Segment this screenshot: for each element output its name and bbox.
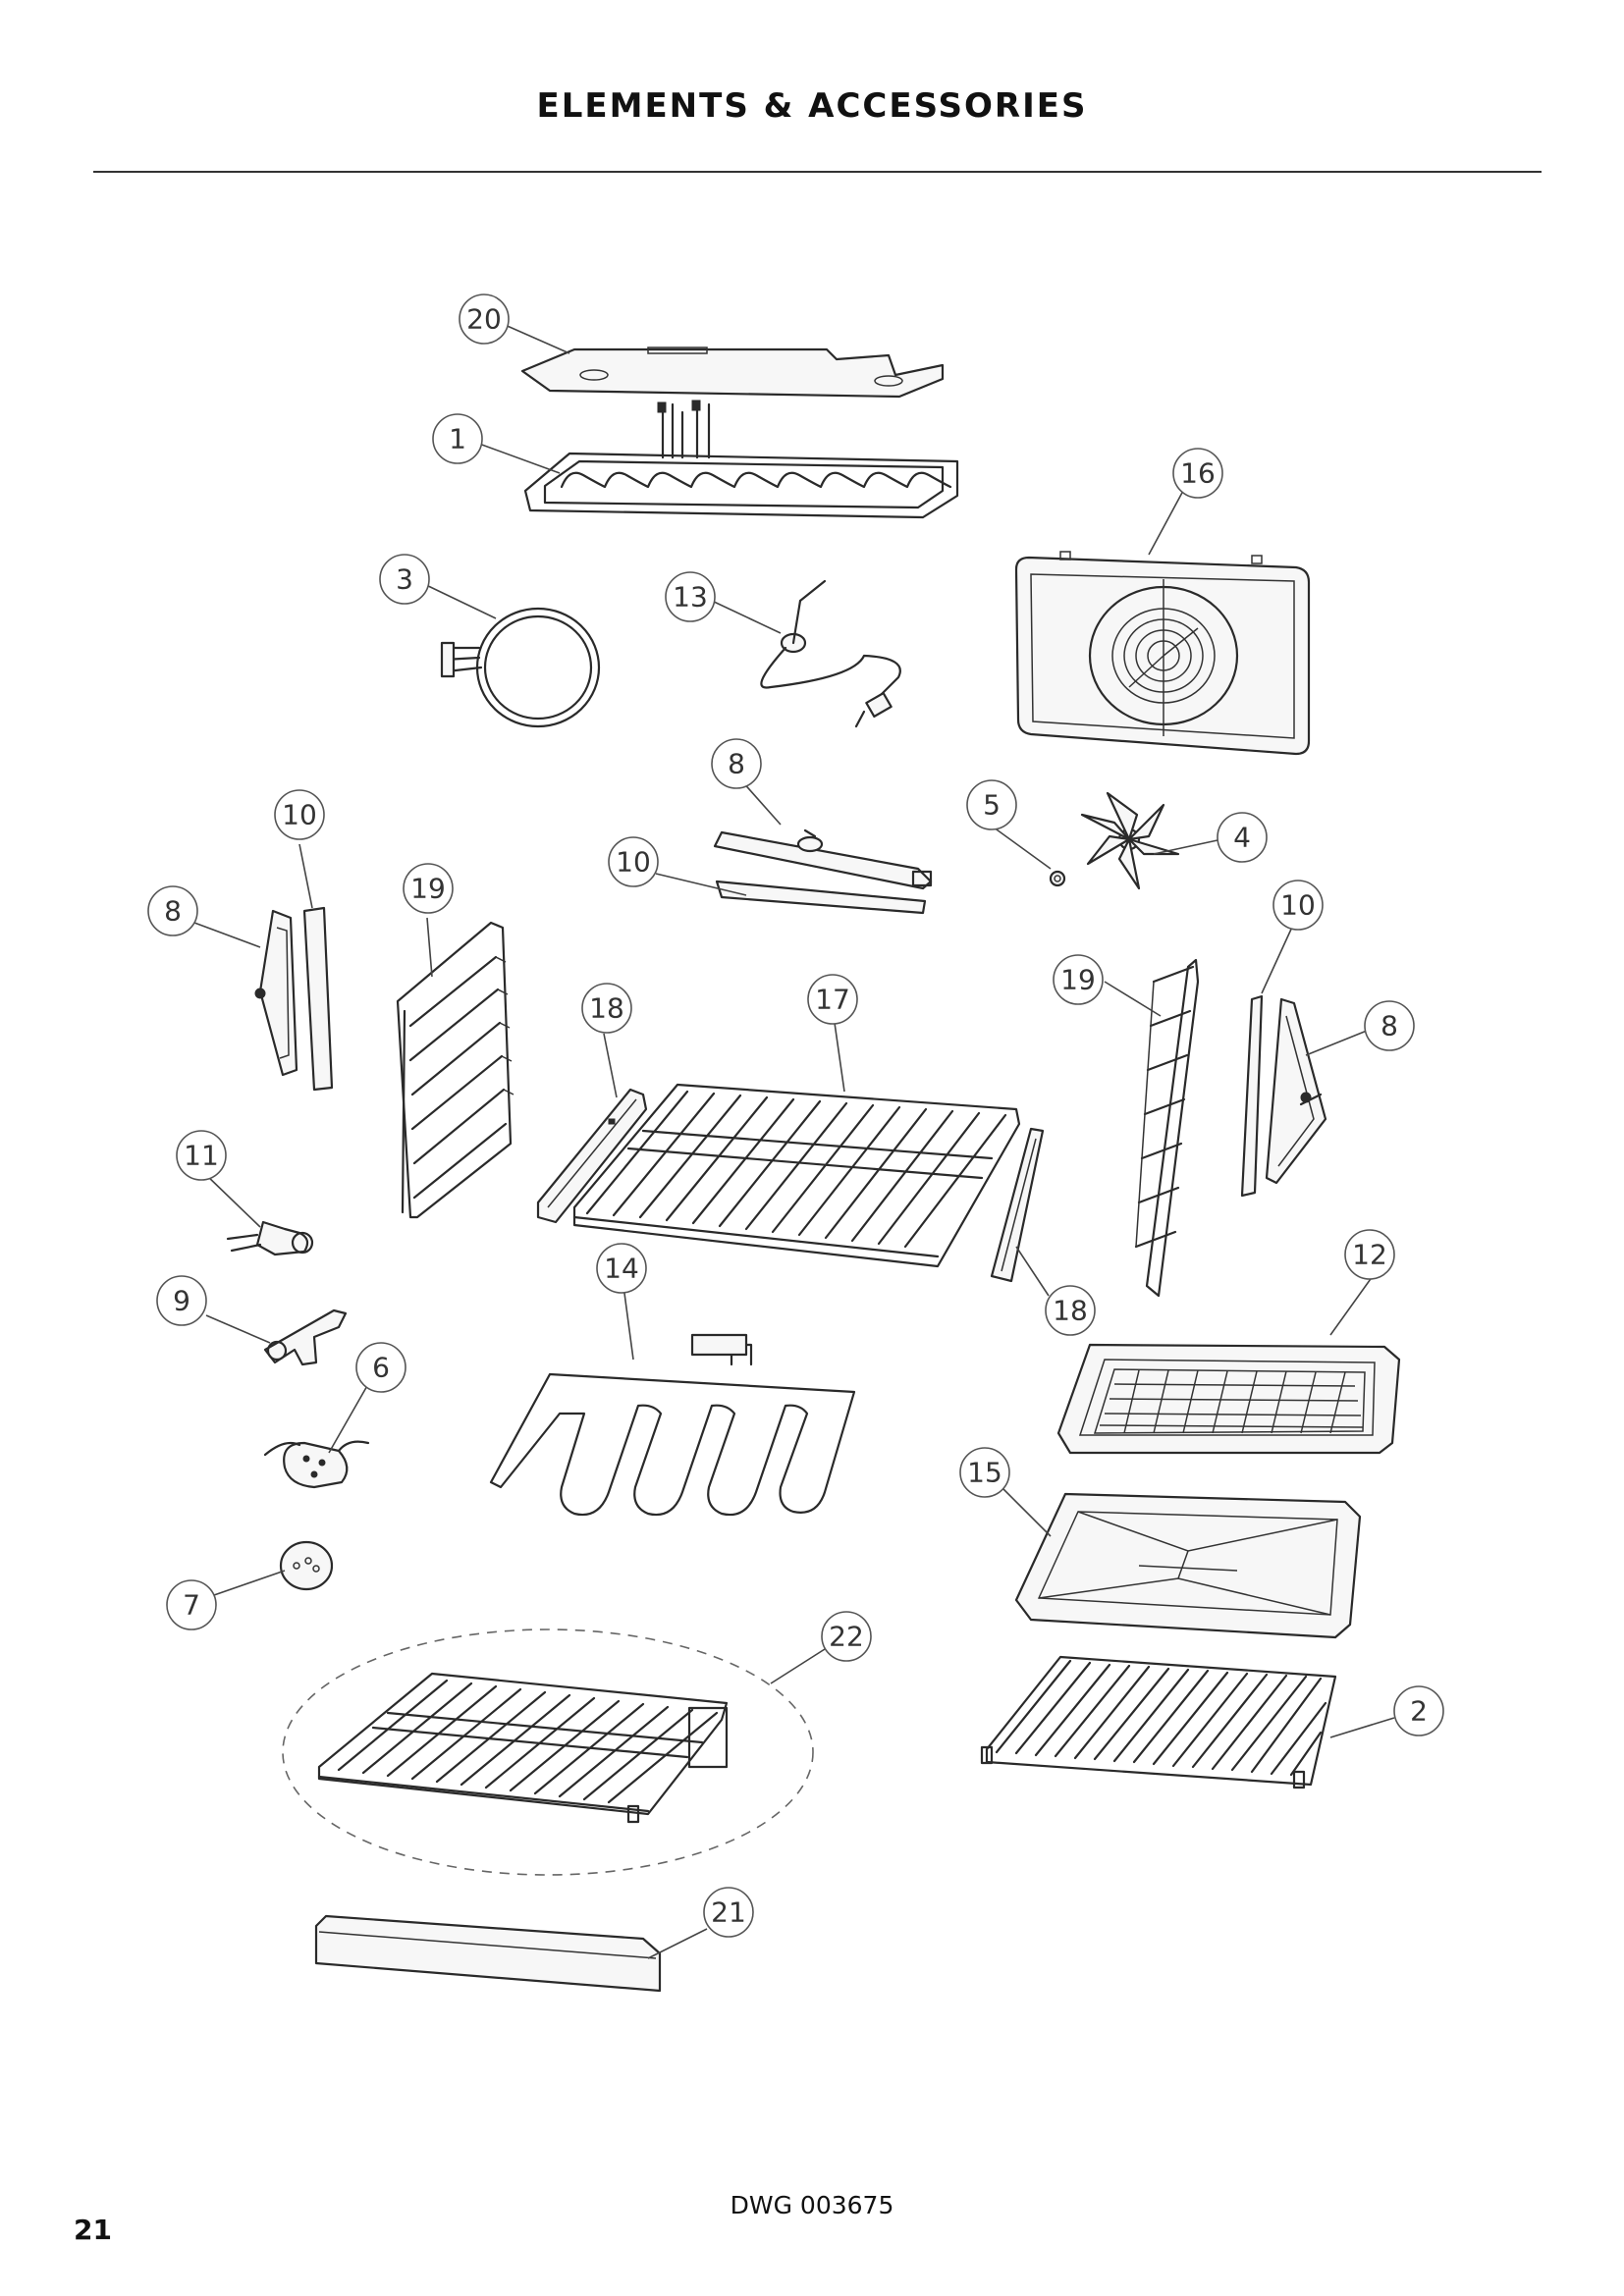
part-11-oven-lamp xyxy=(226,1220,314,1256)
callout-14-label: 14 xyxy=(604,1253,639,1285)
callout-14: 14 xyxy=(596,1243,647,1294)
part-6-thermostat-switch xyxy=(263,1440,370,1489)
callout-18-bottom-label: 18 xyxy=(1053,1295,1088,1327)
callout-9-label: 9 xyxy=(173,1285,190,1317)
part-5-fan-nut xyxy=(1049,870,1066,887)
part-3-circular-element xyxy=(440,607,601,728)
callout-15: 15 xyxy=(959,1447,1010,1498)
callout-8-top: 8 xyxy=(711,738,762,789)
part-4-convection-fan xyxy=(1080,791,1180,890)
callout-12: 12 xyxy=(1344,1229,1395,1280)
callout-10-right: 10 xyxy=(1272,880,1324,931)
title-divider xyxy=(93,171,1542,173)
callout-17: 17 xyxy=(807,974,858,1025)
leader-lines xyxy=(193,323,1395,1959)
callout-1-label: 1 xyxy=(449,423,466,455)
callout-13: 13 xyxy=(665,571,716,622)
drawing-number: DWG 003675 xyxy=(730,2191,894,2219)
callout-1: 1 xyxy=(432,413,483,464)
callout-21-label: 21 xyxy=(711,1896,746,1929)
callout-16-label: 16 xyxy=(1180,457,1216,490)
callout-2: 2 xyxy=(1393,1685,1444,1736)
callout-18-bottom: 18 xyxy=(1045,1285,1096,1336)
callout-20: 20 xyxy=(459,294,510,345)
callout-16: 16 xyxy=(1172,448,1223,499)
part-10-lamp-glass-top xyxy=(715,880,927,915)
part-19-shelf-runner-left xyxy=(396,921,514,1219)
callout-10-left: 10 xyxy=(274,789,325,840)
page-number: 21 xyxy=(74,2214,112,2246)
callout-7: 7 xyxy=(166,1579,217,1630)
callout-18-top: 18 xyxy=(581,983,632,1034)
part-2-wire-rack xyxy=(980,1655,1337,1789)
part-16-fan-cover xyxy=(1014,551,1311,756)
callout-8-right-label: 8 xyxy=(1380,1010,1398,1042)
callout-6-label: 6 xyxy=(372,1352,390,1384)
part-1-grill-element xyxy=(523,400,959,519)
callout-10-left-label: 10 xyxy=(282,799,317,831)
callout-17-label: 17 xyxy=(815,984,850,1016)
callout-4: 4 xyxy=(1217,812,1268,863)
callout-7-label: 7 xyxy=(183,1589,200,1622)
callout-12-label: 12 xyxy=(1352,1239,1387,1271)
part-18-telescopic-slide-right xyxy=(990,1127,1045,1283)
callout-8-left-label: 8 xyxy=(164,895,182,928)
callout-10-right-label: 10 xyxy=(1280,889,1316,922)
part-9-mounting-bracket xyxy=(263,1308,348,1366)
part-8-lamp-housing-right xyxy=(1265,997,1327,1185)
callout-22: 22 xyxy=(821,1611,872,1662)
part-21-trim-strip xyxy=(314,1914,662,1993)
part-19-shelf-runner-right xyxy=(1134,958,1200,1298)
callout-11-label: 11 xyxy=(184,1140,219,1172)
callout-3-label: 3 xyxy=(396,563,413,596)
callout-19-right: 19 xyxy=(1053,954,1104,1005)
part-8-lamp-housing-left xyxy=(254,909,298,1077)
callout-8-left: 8 xyxy=(147,885,198,936)
callout-15-label: 15 xyxy=(967,1457,1002,1489)
callout-4-label: 4 xyxy=(1233,822,1251,854)
part-10-lamp-glass-left xyxy=(302,906,334,1092)
callout-10-top: 10 xyxy=(608,836,659,887)
callout-13-label: 13 xyxy=(673,581,708,614)
part-13-meat-probe xyxy=(760,579,901,728)
part-22-telescopic-shelf-set xyxy=(282,1629,814,1876)
callout-5: 5 xyxy=(966,779,1017,830)
part-15-baking-tray xyxy=(1014,1492,1362,1639)
part-17-oven-shelf xyxy=(572,1083,1021,1268)
page-title: ELEMENTS & ACCESSORIES xyxy=(536,86,1088,126)
callout-18-top-label: 18 xyxy=(589,992,624,1025)
part-10-lamp-glass-right xyxy=(1240,994,1264,1198)
callout-8-top-label: 8 xyxy=(728,748,745,780)
callout-21: 21 xyxy=(703,1887,754,1938)
callout-19-left-label: 19 xyxy=(410,873,446,905)
callout-2-label: 2 xyxy=(1410,1695,1428,1728)
callout-19-left: 19 xyxy=(403,863,454,914)
part-18-telescopic-slide-left xyxy=(536,1088,648,1224)
callout-11: 11 xyxy=(176,1130,227,1181)
part-8-lamp-housing-top xyxy=(713,828,933,890)
callout-6: 6 xyxy=(355,1342,406,1393)
callout-8-right: 8 xyxy=(1364,1000,1415,1051)
part-14-bake-element xyxy=(489,1333,856,1517)
callout-22-label: 22 xyxy=(829,1621,864,1653)
callout-9: 9 xyxy=(156,1275,207,1326)
callout-10-top-label: 10 xyxy=(616,846,651,879)
part-12-grill-tray xyxy=(1056,1343,1401,1455)
part-7-cover-disc xyxy=(279,1540,334,1591)
callout-20-label: 20 xyxy=(466,303,502,336)
part-20-top-cover xyxy=(520,347,945,399)
callout-3: 3 xyxy=(379,554,430,605)
callout-5-label: 5 xyxy=(983,789,1001,822)
callout-19-right-label: 19 xyxy=(1060,964,1096,996)
